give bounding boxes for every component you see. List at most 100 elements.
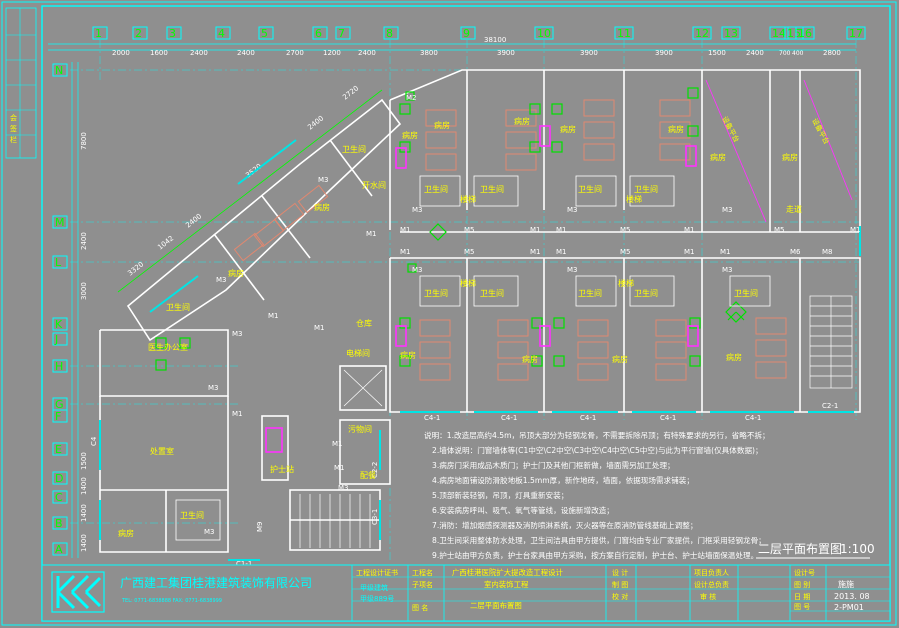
- axis-bubble-left: B: [52, 516, 68, 530]
- svg-text:M: M: [55, 216, 65, 229]
- axis-bubble-top: 7: [335, 26, 351, 40]
- company-logo: [51, 571, 105, 613]
- svg-text:10: 10: [537, 27, 551, 40]
- room-label-toilet: 卫生间: [634, 184, 658, 194]
- toilet-rooms: [175, 175, 771, 541]
- svg-text:1: 1: [95, 27, 102, 40]
- svg-text:C4: C4: [90, 436, 98, 446]
- room-label-ward: 病房: [782, 152, 798, 162]
- room-label-corridor: 走道: [786, 204, 802, 214]
- svg-text:M1: M1: [314, 324, 325, 332]
- axis-bubble-top: 6: [312, 26, 328, 40]
- windows: [99, 139, 861, 561]
- axis-bubble-top: 11: [614, 26, 634, 40]
- svg-text:2400: 2400: [80, 232, 88, 250]
- axis-bubble-left: H: [52, 359, 68, 373]
- svg-text:1400: 1400: [80, 477, 88, 495]
- title-block: 广西建工集团桂港建筑装饰有限公司 TEL: 0771-6838888 FAX: …: [41, 564, 891, 622]
- svg-text:3900: 3900: [655, 49, 673, 57]
- note-line: 5.顶部新装轻钢，吊顶，灯具重新安装；: [432, 490, 568, 500]
- svg-text:B: B: [55, 517, 63, 530]
- svg-text:M3: M3: [412, 206, 423, 214]
- room-label-ward: 病房: [522, 354, 538, 364]
- note-line: 说明：1.改造层高约4.5m，吊顶大部分为轻钢龙骨，不需要拆除吊顶；有特殊要求的…: [424, 430, 770, 440]
- company-contact: TEL: 0771-6838888 FAX: 0771-6838999: [121, 598, 222, 604]
- svg-text:图 号: 图 号: [794, 603, 810, 611]
- svg-text:7800: 7800: [80, 132, 88, 150]
- svg-text:M1: M1: [400, 226, 411, 234]
- room-label-ward: 病房: [726, 352, 742, 362]
- margin-label: 栏: [10, 135, 17, 144]
- axis-bubble-top: 9: [460, 26, 476, 40]
- svg-text:15: 15: [787, 27, 801, 40]
- room-label-hot-water: 开水间: [362, 180, 386, 190]
- sheet-number: 2-PM01: [834, 603, 864, 612]
- svg-text:C3-1: C3-1: [371, 509, 379, 525]
- svg-text:3900: 3900: [580, 49, 598, 57]
- svg-text:3320: 3320: [126, 260, 145, 277]
- axis-bubble-left: E: [52, 442, 68, 456]
- svg-text:M5: M5: [464, 248, 475, 256]
- svg-text:3: 3: [169, 27, 176, 40]
- axis-bubble-top: 4: [215, 26, 231, 40]
- margin-label: 会: [10, 113, 17, 122]
- top-dimension-text: 2000 1600 2400 2400 2700 1200 2400 3800 …: [112, 36, 841, 57]
- south-stair: [299, 494, 371, 548]
- axis-bubble-left: L: [52, 255, 68, 269]
- svg-text:审 核: 审 核: [700, 592, 716, 601]
- svg-text:1400: 1400: [80, 504, 88, 522]
- room-label-disposal: 配餐: [360, 471, 376, 480]
- axis-bubble-left: A: [52, 542, 68, 556]
- room-label-dirty: 污物间: [348, 424, 372, 434]
- svg-text:2720: 2720: [341, 84, 360, 101]
- room-label-ward: 病房: [668, 124, 684, 134]
- window-tags: C4-1 C4-1 C4-1 C4-1 C4-1 C2-1 C1-1 C4 C2…: [90, 402, 838, 568]
- svg-text:M3: M3: [216, 276, 227, 284]
- note-line: 6.安装病房呼叫、吸气、氧气等管线，设施新增改造；: [432, 505, 614, 515]
- svg-text:M1: M1: [530, 248, 541, 256]
- svg-text:M1: M1: [268, 312, 279, 320]
- room-label-toilet: 卫生间: [734, 288, 758, 298]
- svg-text:M5: M5: [620, 226, 631, 234]
- svg-text:设计总负责: 设计总负责: [694, 580, 729, 589]
- room-label-toilet: 卫生间: [166, 302, 190, 312]
- room-label-toilet: 卫生间: [180, 510, 204, 520]
- axis-bubble-top: 15: [784, 26, 804, 40]
- svg-text:二层平面布置图: 二层平面布置图: [758, 542, 842, 556]
- equipment-platforms: 设备平台 设备平台: [705, 79, 853, 223]
- top-axis-bubbles: 1 2 3 4 5 6 7 8 9 10 11 12 13 14 15 16 1…: [48, 26, 866, 51]
- svg-text:E: E: [55, 443, 62, 456]
- axis-bubble-top: 12: [692, 26, 712, 40]
- room-label-treatment: 处置室: [150, 446, 174, 456]
- svg-text:2400: 2400: [184, 212, 203, 229]
- room-label-stair: 楼梯: [626, 194, 642, 204]
- svg-text:2: 2: [135, 27, 142, 40]
- svg-text:C4-1: C4-1: [501, 414, 517, 422]
- svg-text:N: N: [55, 64, 63, 77]
- axis-bubble-top: 3: [166, 26, 182, 40]
- svg-text:13: 13: [724, 27, 738, 40]
- room-label-ward: 病房: [402, 130, 418, 140]
- svg-text:日 期: 日 期: [794, 593, 810, 601]
- axis-bubble-left: K: [52, 317, 68, 331]
- svg-text:工程设计证书: 工程设计证书: [356, 568, 398, 577]
- margin-label: 签: [10, 124, 17, 133]
- svg-text:图 名: 图 名: [412, 603, 428, 612]
- svg-text:2400: 2400: [358, 49, 376, 57]
- svg-text:3800: 3800: [420, 49, 438, 57]
- hospital-beds: [233, 99, 787, 381]
- svg-text:D: D: [55, 472, 63, 485]
- svg-text:1042: 1042: [156, 234, 175, 251]
- svg-text:M3: M3: [722, 206, 733, 214]
- svg-text:1400: 1400: [80, 534, 88, 552]
- door-tags: M2 M3 M1 M5 M1 M3 M1 M5 M1 M3 M5 M1 M1 M…: [204, 94, 861, 536]
- svg-text:1500: 1500: [708, 49, 726, 57]
- svg-text:1200: 1200: [323, 49, 341, 57]
- axis-bubble-top: 16: [795, 26, 815, 40]
- axis-bubble-top: 13: [721, 26, 741, 40]
- svg-text:C1-1: C1-1: [236, 560, 252, 568]
- axis-bubble-top: 14: [769, 26, 789, 40]
- svg-text:M1: M1: [366, 230, 377, 238]
- svg-text:2000: 2000: [112, 49, 130, 57]
